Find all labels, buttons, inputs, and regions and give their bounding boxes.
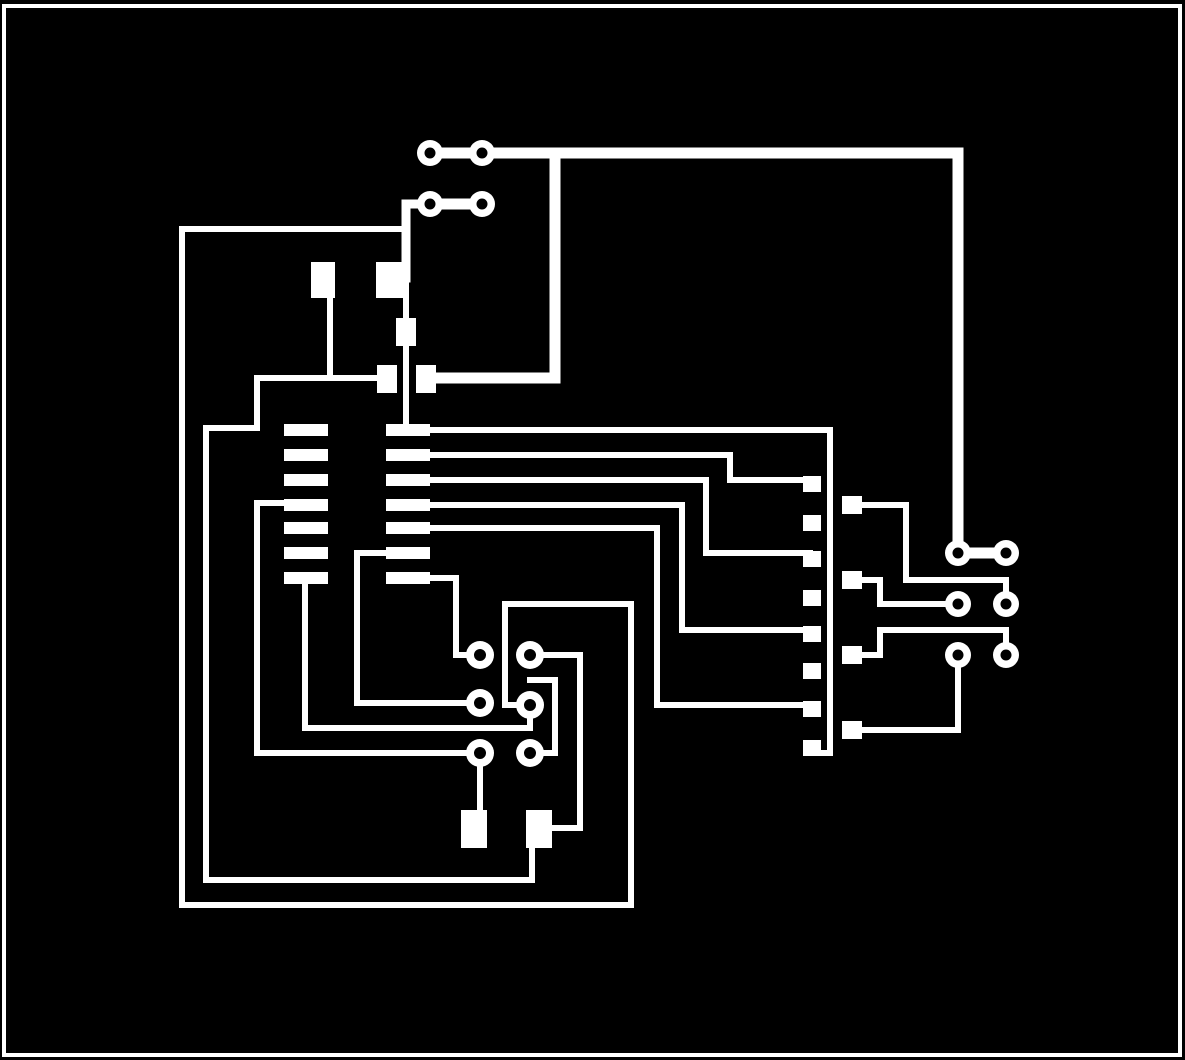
header8-pin-1 [803,476,821,492]
trace-h4-2 [849,577,961,607]
ic-pad-left-4 [284,499,328,511]
right-b1 [993,540,1019,566]
block-a1 [466,641,494,669]
right-b2-drill [998,596,1014,612]
block-b2-drill [522,697,538,713]
capacitor-pad-2 [526,810,552,848]
resistor-mid-pad-top [396,318,416,346]
smd-pads [284,262,862,848]
block-b3-drill [522,745,538,761]
right-a1 [945,540,971,566]
trace-h4-1 [849,502,1009,607]
trace-ic-r2-hdr [405,452,813,483]
jumper-top-a-drill [422,145,438,161]
header8-pin-2 [803,515,821,531]
jumper-top-b-drill [474,145,490,161]
right-b1-drill [998,545,1014,561]
header8-pin-6 [803,663,821,679]
resistor-mid-pad-1 [377,365,397,393]
block-a2 [466,689,494,717]
ic-pad-right-6 [386,547,430,559]
right-a1-drill [950,545,966,561]
header4-pin-4 [842,721,862,739]
resistor-top-pad-2 [376,262,406,298]
right-b2 [993,591,1019,617]
ic-pad-right-3 [386,474,430,486]
right-a2 [945,591,971,617]
trace-r-left-to-ic [254,375,333,431]
ic-pad-right-5 [386,522,430,534]
block-b2 [516,691,544,719]
right-a3 [945,642,971,668]
ic-pad-right-4 [386,499,430,511]
header8-pin-7 [803,701,821,717]
header8-pin-3 [803,551,821,567]
right-a3-drill [950,647,966,663]
trace-left-outer [179,226,634,908]
trace-ic-r4-hdr [405,502,813,633]
trace-power-drop [419,147,561,384]
block-a3-drill [472,745,488,761]
jumper-second-b [469,191,495,217]
header4-pin-1 [842,496,862,514]
block-a3 [466,739,494,767]
jumper-second-b-drill [474,196,490,212]
trace-ic-left4 [254,500,483,756]
ic-pad-left-3 [284,474,328,486]
header8-pin-5 [803,626,821,642]
jumper-top-a [417,140,443,166]
resistor-mid-pad-2 [416,365,436,393]
trace-ic-r5-hdr [405,525,813,708]
jumper-second-a-drill [422,196,438,212]
block-b1 [516,641,544,669]
trace-left-inner [203,425,535,883]
ic-pad-left-1 [284,424,328,436]
ic-pad-right-1 [386,424,430,436]
trace-ic-r6-block [354,550,483,706]
right-b3-drill [998,647,1014,663]
right-a2-drill [950,596,966,612]
jumper-top-b [469,140,495,166]
block-b3 [516,739,544,767]
block-b1-drill [522,647,538,663]
block-a1-drill [472,647,488,663]
header8-pin-4 [803,590,821,606]
ic-pad-right-7 [386,572,430,584]
resistor-top-pad-1 [311,262,335,298]
ic-pad-right-2 [386,449,430,461]
through-hole-pads [417,140,1019,767]
trace-h4-4 [849,652,961,733]
trace-ic-r3-hdr [405,477,813,556]
ic-pad-left-7 [284,572,328,584]
header8-pin-8 [803,740,821,756]
trace-h4-3 [849,627,1009,658]
block-a2-drill [472,695,488,711]
jumper-second-a [417,191,443,217]
board-outline [2,4,1182,1057]
capacitor-pad-1 [461,810,487,848]
header4-pin-3 [842,646,862,664]
right-b3 [993,642,1019,668]
ic-pad-left-6 [284,547,328,559]
ic-pad-left-2 [284,449,328,461]
trace-power-top [424,147,1012,559]
ic-pad-left-5 [284,522,328,534]
header4-pin-2 [842,571,862,589]
trace-block-to-cap-right [527,652,583,831]
